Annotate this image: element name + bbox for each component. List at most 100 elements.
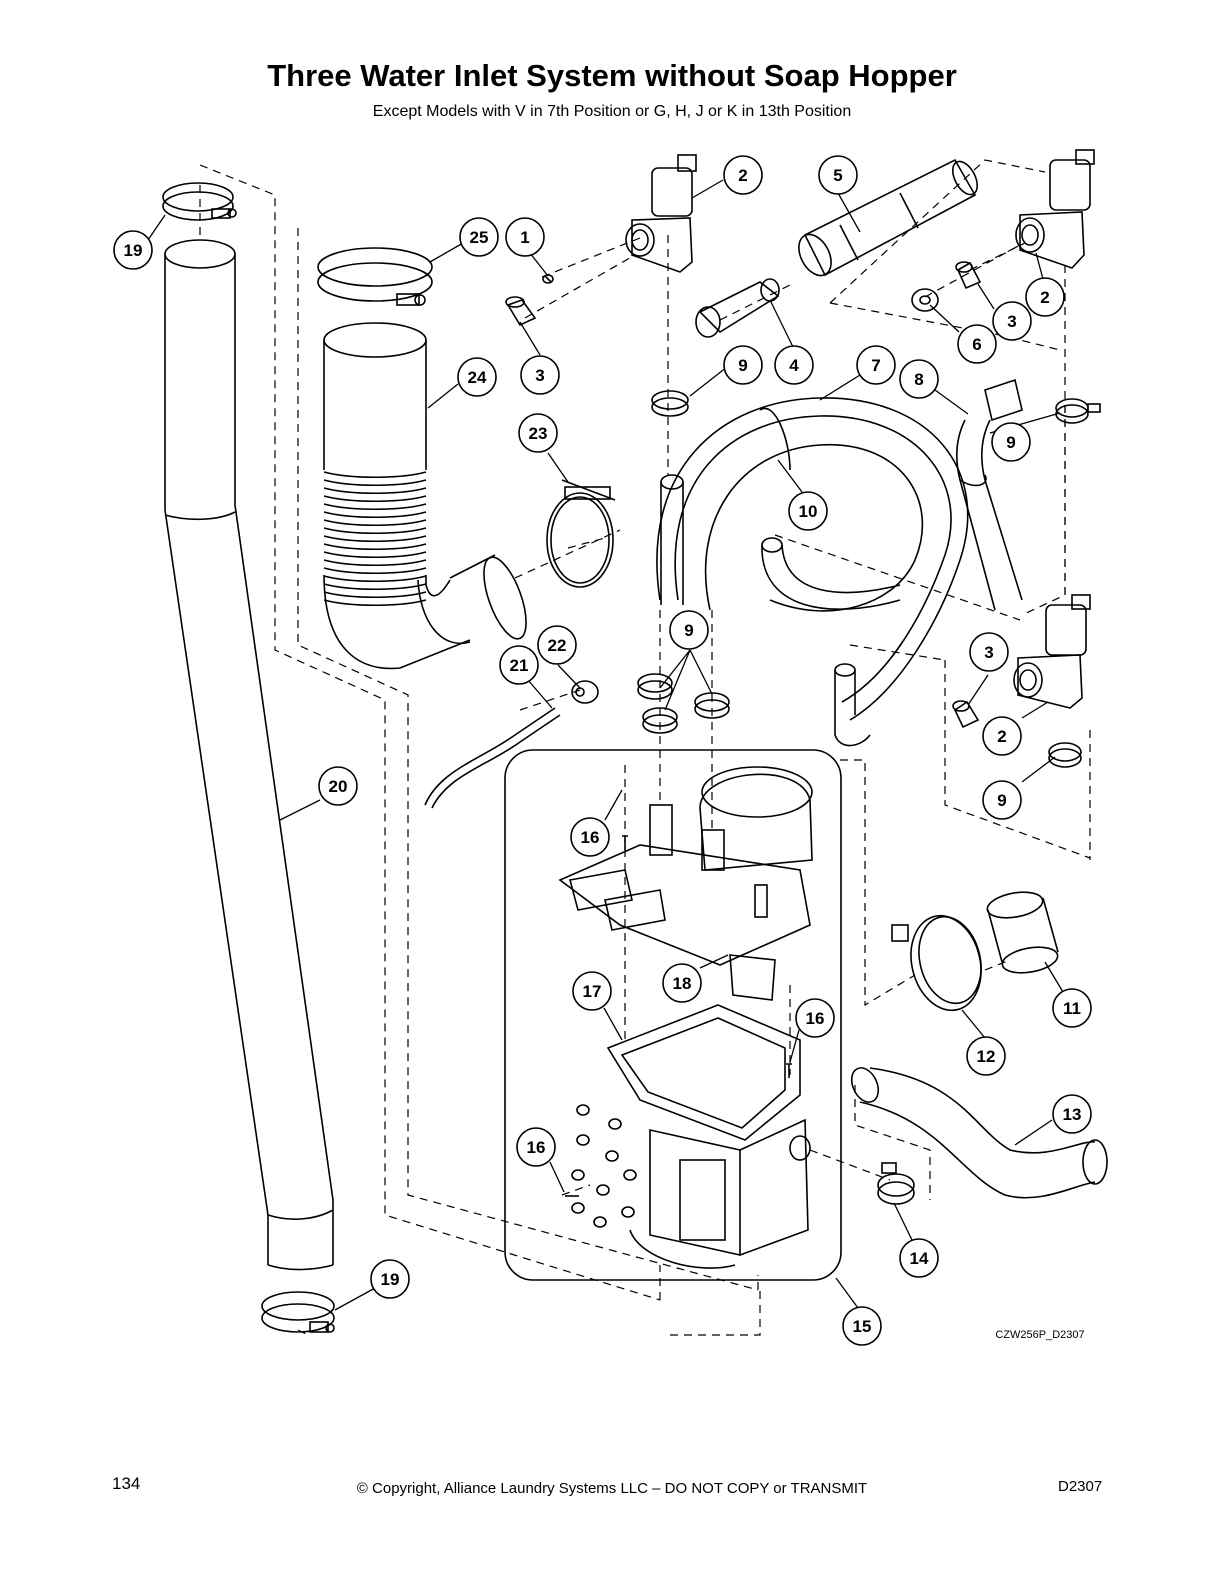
- callout-number: 9: [997, 791, 1006, 810]
- callout-number: 5: [833, 166, 842, 185]
- adapter-4: [695, 278, 780, 338]
- callout-c1: 1: [505, 217, 545, 257]
- callout-circle: [113, 230, 153, 270]
- dispenser-base-17: [606, 1004, 809, 1269]
- clamp-25: [317, 247, 433, 306]
- callout-c11: 11: [1052, 988, 1092, 1028]
- callout-circle: [969, 632, 1009, 672]
- callout-number: 2: [738, 166, 747, 185]
- callout-c24: 24: [457, 357, 497, 397]
- callout-circle: [899, 359, 939, 399]
- callout-circle: [570, 817, 610, 857]
- callout-number: 24: [468, 368, 487, 387]
- callout-c2a: 2: [723, 155, 763, 195]
- callout-number: 22: [548, 636, 567, 655]
- clamp-9-d: [1048, 742, 1082, 768]
- callout-c7: 7: [856, 345, 896, 385]
- dispenser-top-18: [558, 766, 813, 1001]
- callout-number: 11: [1063, 999, 1081, 1018]
- callout-circle: [842, 1306, 882, 1346]
- callout-circle: [520, 355, 560, 395]
- callout-c17: 17: [572, 971, 612, 1011]
- tube-21: [424, 707, 561, 809]
- assembly-dashed-lines: [199, 159, 1091, 1336]
- callout-number: 9: [684, 621, 693, 640]
- callout-c9c: 9: [669, 610, 709, 650]
- callout-number: 19: [124, 241, 143, 260]
- callout-number: 16: [581, 828, 600, 847]
- callout-circle: [818, 155, 858, 195]
- callout-c21: 21: [499, 645, 539, 685]
- callout-circle: [723, 155, 763, 195]
- outlet-spouts: [571, 1104, 811, 1228]
- callout-circle: [318, 766, 358, 806]
- callout-number: 16: [806, 1009, 825, 1028]
- callout-number: 9: [1006, 433, 1015, 452]
- clamp-12: [891, 914, 982, 1012]
- callout-c9b: 9: [991, 422, 1031, 462]
- copyright-notice: © Copyright, Alliance Laundry Systems LL…: [356, 1480, 868, 1497]
- screws-16: [565, 835, 792, 1197]
- drain-pipe-20: [164, 239, 334, 1271]
- hose-7: [656, 397, 969, 747]
- callout-circle: [723, 345, 763, 385]
- strainer-3-right-bottom: [952, 700, 980, 729]
- callout-number: 6: [972, 335, 981, 354]
- callout-number: 19: [381, 1270, 400, 1289]
- callout-c19a: 19: [113, 230, 153, 270]
- callout-circle: [505, 217, 545, 257]
- callout-circle: [457, 357, 497, 397]
- fill-hose-5: [798, 158, 979, 277]
- clamp-23: [546, 479, 616, 588]
- callout-c15: 15: [842, 1306, 882, 1346]
- callout-circle: [459, 217, 499, 257]
- hose-13: [850, 1067, 1108, 1199]
- callout-circle: [370, 1259, 410, 1299]
- callout-number: 25: [470, 228, 489, 247]
- callout-c13: 13: [1052, 1094, 1092, 1134]
- callout-c16b: 16: [795, 998, 835, 1038]
- callout-circle: [1052, 988, 1092, 1028]
- callout-number: 15: [853, 1317, 872, 1336]
- elbow-hose-8: [955, 378, 1023, 611]
- callout-number: 20: [329, 777, 348, 796]
- callout-circle: [982, 780, 1022, 820]
- inlet-valve-2-right-bottom: [1013, 594, 1091, 709]
- callout-c3c: 3: [969, 632, 1009, 672]
- callout-c8: 8: [899, 359, 939, 399]
- callout-c2b: 2: [1025, 277, 1065, 317]
- callout-c12: 12: [966, 1036, 1006, 1076]
- callout-c3b: 3: [992, 301, 1032, 341]
- callout-c22: 22: [537, 625, 577, 665]
- callout-c3a: 3: [520, 355, 560, 395]
- strainer-3-right-top: [955, 261, 982, 290]
- clamp-14: [877, 1162, 915, 1205]
- callout-number: 2: [997, 727, 1006, 746]
- clamp-19-bottom: [261, 1291, 335, 1333]
- callout-circle: [992, 301, 1032, 341]
- callout-number: 1: [520, 228, 529, 247]
- callout-circle: [774, 345, 814, 385]
- clamp-9-b: [1055, 398, 1101, 424]
- callout-number: 3: [535, 366, 544, 385]
- callout-c16a: 16: [570, 817, 610, 857]
- callout-number: 14: [910, 1249, 929, 1268]
- page-title: Three Water Inlet System without Soap Ho…: [267, 58, 957, 93]
- callout-circle: [795, 998, 835, 1038]
- callout-circle: [662, 963, 702, 1003]
- assembly-15-frame: [504, 749, 842, 1281]
- callout-c10: 10: [788, 491, 828, 531]
- strainer-3-left: [505, 296, 537, 327]
- callout-circle: [518, 413, 558, 453]
- callout-number: 21: [510, 656, 529, 675]
- callout-circle: [957, 324, 997, 364]
- clamp-9-a: [651, 390, 689, 417]
- callout-c6: 6: [957, 324, 997, 364]
- callout-circle: [1025, 277, 1065, 317]
- inlet-valve-2-right-top: [1015, 149, 1095, 269]
- callout-number: 17: [583, 982, 602, 1001]
- callout-number: 3: [984, 643, 993, 662]
- screw-1: [542, 274, 554, 284]
